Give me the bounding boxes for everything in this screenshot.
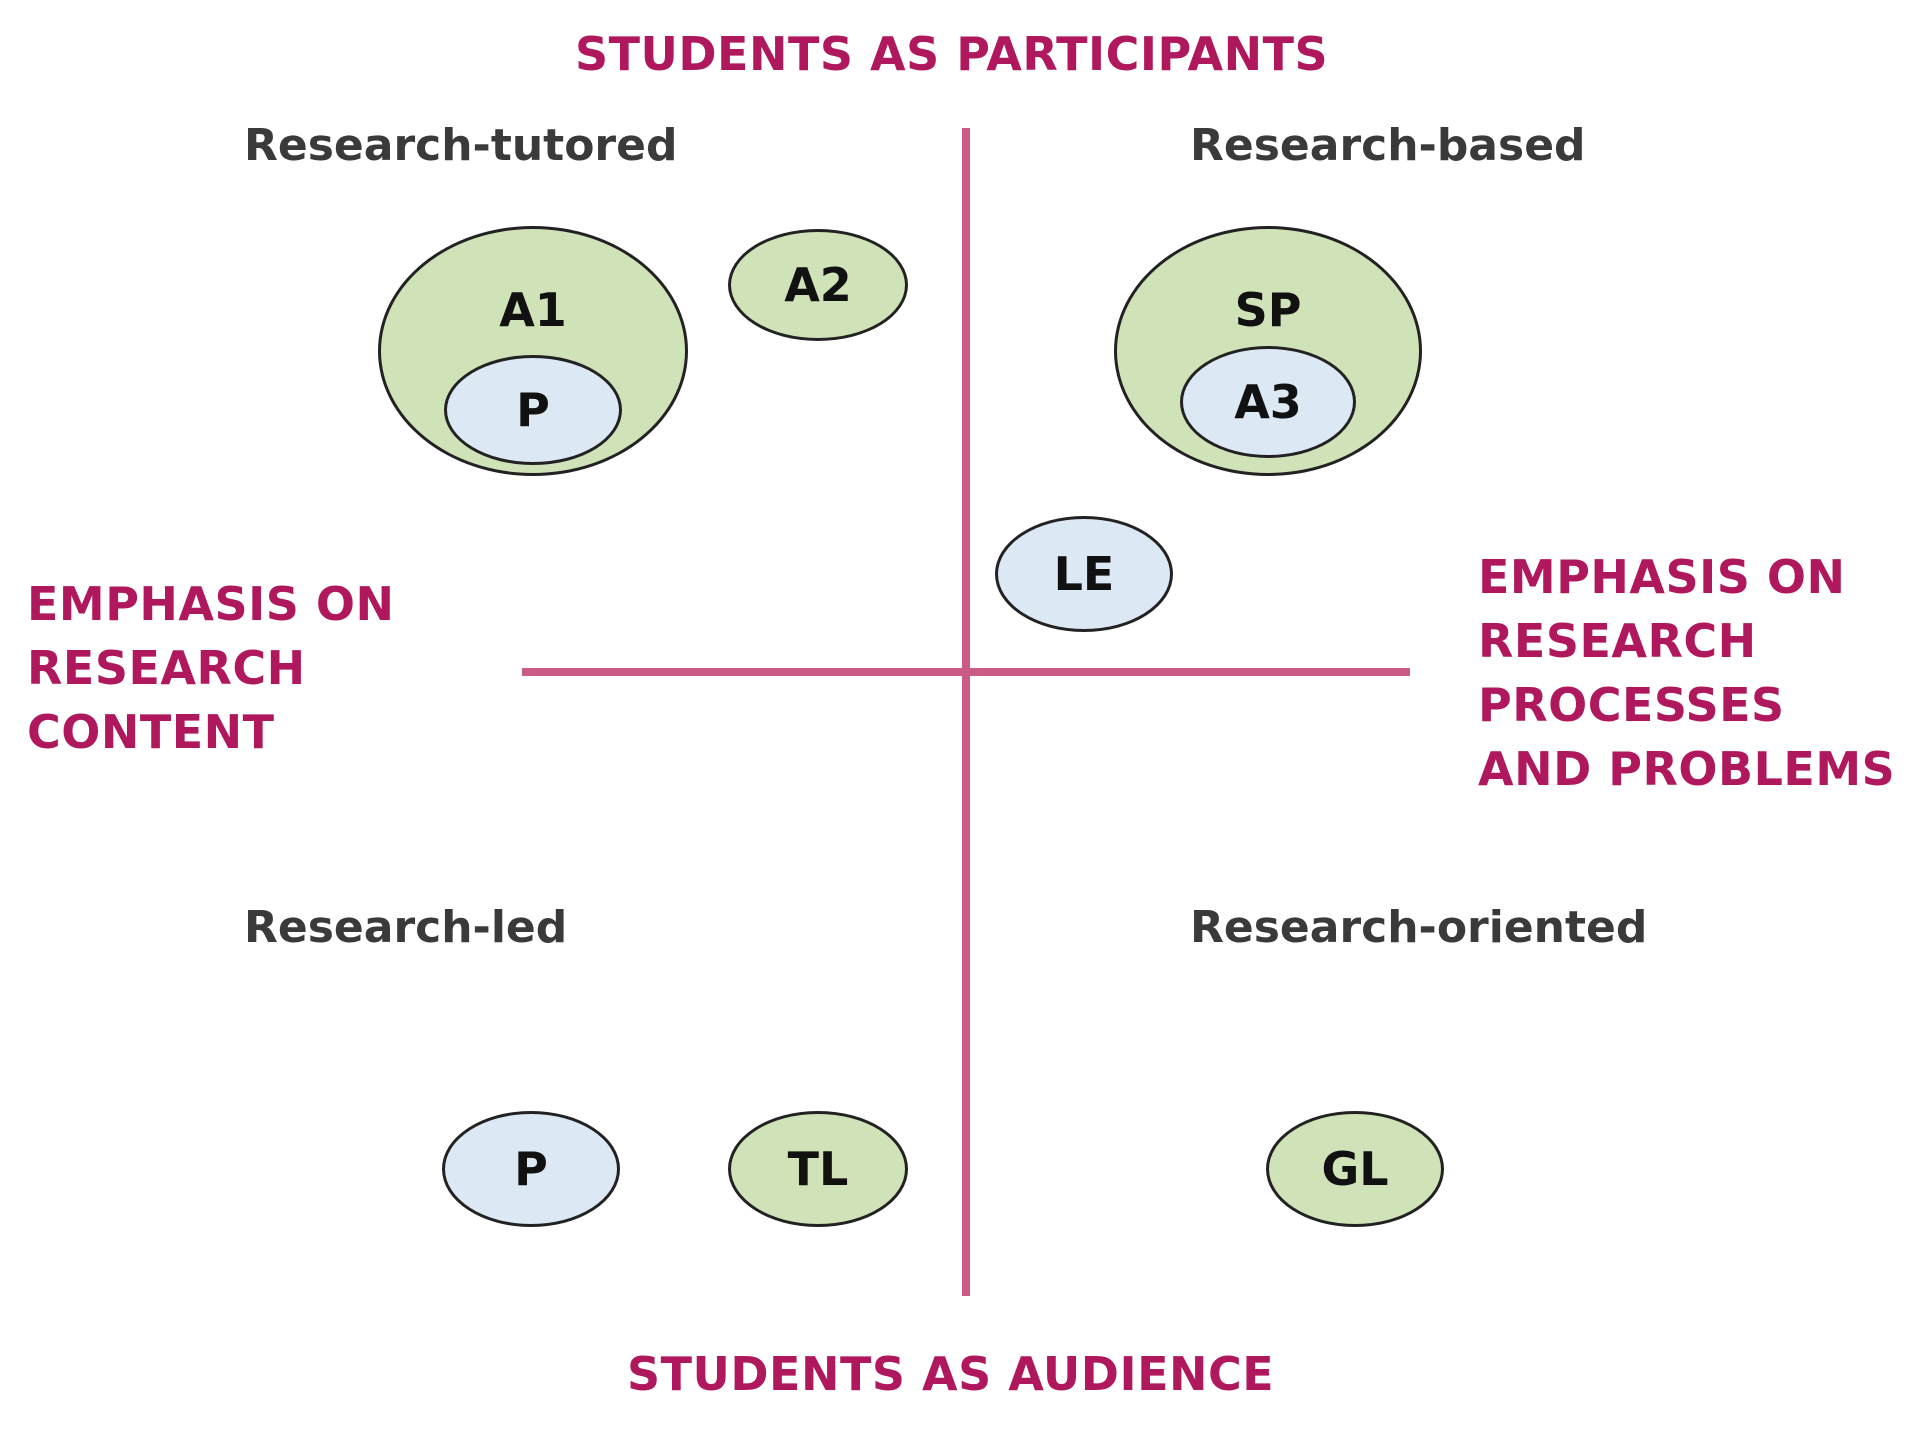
quadrant-label-research-tutored: Research-tutored: [244, 120, 678, 171]
ellipse-tl-label: TL: [787, 1142, 849, 1196]
pole-right-line: AND PROBLEMS: [1478, 742, 1896, 796]
ellipse-le: [995, 516, 1173, 632]
pole-left-line: RESEARCH: [27, 641, 306, 695]
pole-label-left: EMPHASIS ON RESEARCH CONTENT: [27, 572, 467, 764]
ellipse-p-inner-label: P: [516, 383, 550, 437]
ellipse-gl-label: GL: [1321, 1142, 1389, 1196]
quadrant-label-research-led: Research-led: [244, 902, 568, 953]
pole-left-line: CONTENT: [27, 705, 275, 759]
ellipse-sp-label: SP: [1234, 283, 1302, 337]
quadrant-label-research-based: Research-based: [1190, 120, 1586, 171]
ellipse-a1-label: A1: [499, 283, 567, 337]
ellipse-a3: [1180, 346, 1356, 458]
ellipse-gl: [1266, 1111, 1444, 1227]
horizontal-axis: [522, 668, 1410, 676]
ellipse-le-label: LE: [1053, 547, 1115, 601]
quadrant-label-research-oriented: Research-oriented: [1190, 902, 1648, 953]
pole-right-line: EMPHASIS ON: [1478, 550, 1846, 604]
vertical-axis: [962, 128, 970, 1296]
pole-right-line: PROCESSES: [1478, 678, 1785, 732]
pole-label-bottom: STUDENTS AS AUDIENCE: [627, 1347, 1275, 1401]
pole-label-top: STUDENTS AS PARTICIPANTS: [575, 27, 1329, 81]
ellipse-a2: [728, 229, 908, 341]
ellipse-a2-label: A2: [784, 258, 852, 312]
pole-left-line: EMPHASIS ON: [27, 577, 395, 631]
ellipse-p-inner: [444, 355, 622, 465]
ellipse-a3-label: A3: [1234, 375, 1302, 429]
pole-right-line: RESEARCH: [1478, 614, 1757, 668]
ellipse-p-bottom-label: P: [514, 1142, 548, 1196]
ellipse-tl: [728, 1111, 908, 1227]
pole-label-right: EMPHASIS ON RESEARCH PROCESSES AND PROBL…: [1478, 545, 1918, 801]
ellipse-p-bottom: [442, 1111, 620, 1227]
